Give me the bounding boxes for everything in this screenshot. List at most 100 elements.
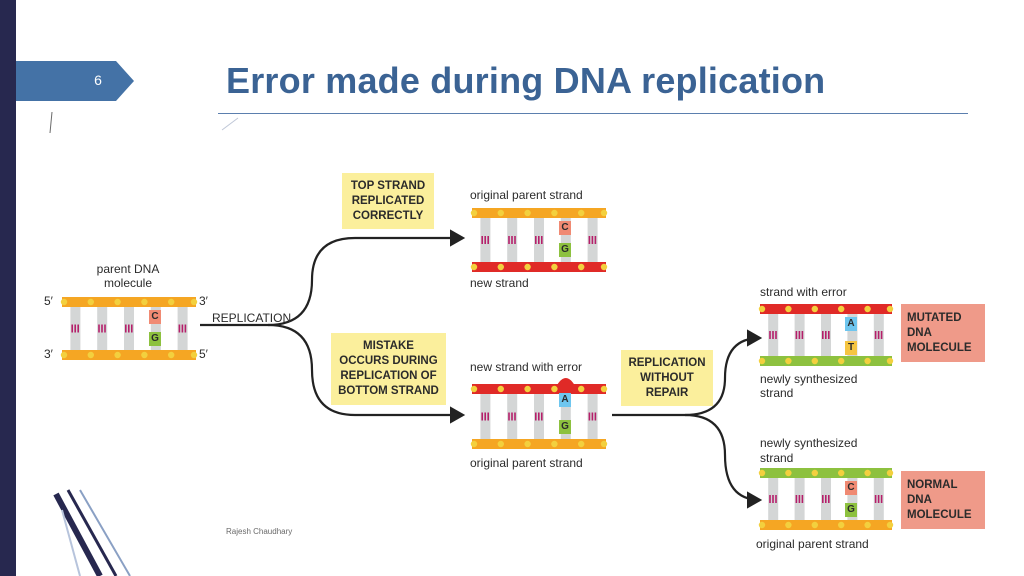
mutated-top-strand <box>760 304 892 314</box>
mutated-bottom-strand <box>760 356 892 366</box>
normal-bond-1-2 <box>801 495 804 503</box>
top-branch-bond-1-0 <box>508 236 510 244</box>
bottom-branch-label-top: new strand with error <box>470 360 583 374</box>
top-branch-bond-2-2 <box>541 236 543 244</box>
parent-bond-1-2 <box>104 324 106 333</box>
bottom-branch-bond-1-1 <box>511 412 513 421</box>
callout-replication-without-repair: REPLICATION WITHOUT REPAIR <box>621 350 713 406</box>
bottom-branch-bond-4-2 <box>594 412 597 421</box>
parent-bond-0-1 <box>74 324 76 333</box>
parent-bond-0-0 <box>71 324 73 333</box>
top-branch-rung-special <box>560 218 571 262</box>
parent-label-line1: parent DNA <box>96 262 160 276</box>
normal-bottom-dot-4 <box>864 521 871 529</box>
author-credit: Rajesh Chaudhary <box>226 527 293 536</box>
callout-top-line2: REPLICATED <box>351 194 425 207</box>
normal-bond-1-0 <box>795 495 798 503</box>
top-branch-bottom-strand <box>472 262 606 272</box>
bottom-branch-base-a: A <box>559 393 571 407</box>
normal-bottom-strand <box>760 520 892 530</box>
parent-bottom-dot-2 <box>114 351 121 359</box>
parent-top-strand <box>62 297 196 307</box>
normal-bottom-dot-3 <box>838 521 845 529</box>
parent-top-dot-end <box>190 298 198 306</box>
normal-label-top-line1: newly synthesized <box>760 436 858 450</box>
arrow-to-bottom-branch <box>267 323 466 424</box>
mutated-top-dot-end <box>886 305 894 313</box>
normal-bottom-dot-2 <box>811 521 818 529</box>
top-branch-top-dot-2 <box>524 209 531 217</box>
normal-rung-special <box>847 478 858 520</box>
mutated-bottom-dot-end <box>886 357 894 365</box>
mutated-bond-2-1 <box>825 331 827 339</box>
mutated-rung-special <box>847 314 858 356</box>
normal-bond-2-1 <box>825 495 827 503</box>
normal-base-c: C <box>845 481 857 495</box>
parent-base-c: C <box>149 310 161 324</box>
parent-bottom-dot-end <box>190 351 198 359</box>
normal-dna-box: NORMAL DNA MOLECULE <box>901 471 985 529</box>
mutated-bottom-dot-1 <box>785 357 792 365</box>
left-accent-bar <box>0 0 16 576</box>
normal-bond-4-1 <box>877 495 880 503</box>
bottom-branch-bottom-dot-2 <box>524 440 531 448</box>
parent-bond-4-1 <box>181 324 184 333</box>
mutated-top-dot-1 <box>785 305 792 313</box>
normal-bond-1-1 <box>798 495 801 503</box>
top-branch-top-dot-3 <box>551 209 558 217</box>
mutated-bond-0-1 <box>772 331 774 339</box>
bottom-branch-top-dot-0 <box>470 385 478 393</box>
parent-bond-2-0 <box>125 324 127 333</box>
normal-bottom-dot-end <box>886 521 894 529</box>
top-branch-bond-2-0 <box>535 236 537 244</box>
normal-bond-0-0 <box>769 495 771 503</box>
top-branch-bottom-dot-end <box>600 263 608 271</box>
top-branch-bond-1-1 <box>511 236 513 244</box>
bottom-branch-top-dot-4 <box>578 385 585 393</box>
repair-line2: WITHOUT <box>640 371 694 384</box>
repair-line1: REPLICATION <box>628 356 706 369</box>
parent-bond-4-0 <box>178 324 181 333</box>
top-branch-bond-2-1 <box>538 236 540 244</box>
parent-bond-0-2 <box>77 324 79 333</box>
normal-box-line2: DNA <box>907 493 932 506</box>
mutated-label-bottom-line2: strand <box>760 386 794 400</box>
bottom-branch-bottom-strand <box>472 439 606 449</box>
mutated-bond-1-1 <box>798 331 801 339</box>
normal-label-bottom: original parent strand <box>756 537 869 551</box>
mutated-bond-4-2 <box>880 331 883 339</box>
bottom-branch-bond-4-1 <box>591 412 594 421</box>
parent-bond-4-2 <box>184 324 187 333</box>
mutated-bottom-dot-0 <box>758 357 766 365</box>
mutated-bond-4-1 <box>877 331 880 339</box>
bottom-branch-bond-4-0 <box>588 412 591 421</box>
arrow-to-mutated <box>612 329 763 417</box>
normal-top-strand <box>760 468 892 478</box>
normal-top-dot-3 <box>838 469 845 477</box>
normal-label-top-line2: strand <box>760 451 794 465</box>
parent-bottom-dot-4 <box>168 351 175 359</box>
bottom-branch-bottom-dot-1 <box>497 440 504 448</box>
mutated-label-top: strand with error <box>760 285 847 299</box>
mutated-top-dot-2 <box>811 305 818 313</box>
top-branch-label-top: original parent strand <box>470 188 583 202</box>
normal-box-line1: NORMAL <box>907 478 958 491</box>
bottom-branch-bond-2-1 <box>538 412 540 421</box>
parent-bond-2-1 <box>128 324 130 333</box>
bottom-branch-error-bulge <box>556 378 576 386</box>
bottom-branch-top-strand <box>472 384 606 394</box>
bottom-branch-bond-2-0 <box>535 412 537 421</box>
mutated-bond-1-2 <box>801 331 804 339</box>
top-branch-top-dot-4 <box>578 209 585 217</box>
parent-end-bottom-left: 3′ <box>44 347 53 361</box>
callout-top-line1: TOP STRAND <box>350 179 426 192</box>
bottom-branch-top-dot-3 <box>551 385 558 393</box>
top-branch-bottom-dot-1 <box>497 263 504 271</box>
mutated-top-dot-3 <box>838 305 845 313</box>
mutated-bond-0-2 <box>775 331 777 339</box>
parent-top-dot-4 <box>168 298 175 306</box>
parent-end-bottom-right: 5′ <box>199 347 208 361</box>
top-branch-bottom-dot-3 <box>551 263 558 271</box>
